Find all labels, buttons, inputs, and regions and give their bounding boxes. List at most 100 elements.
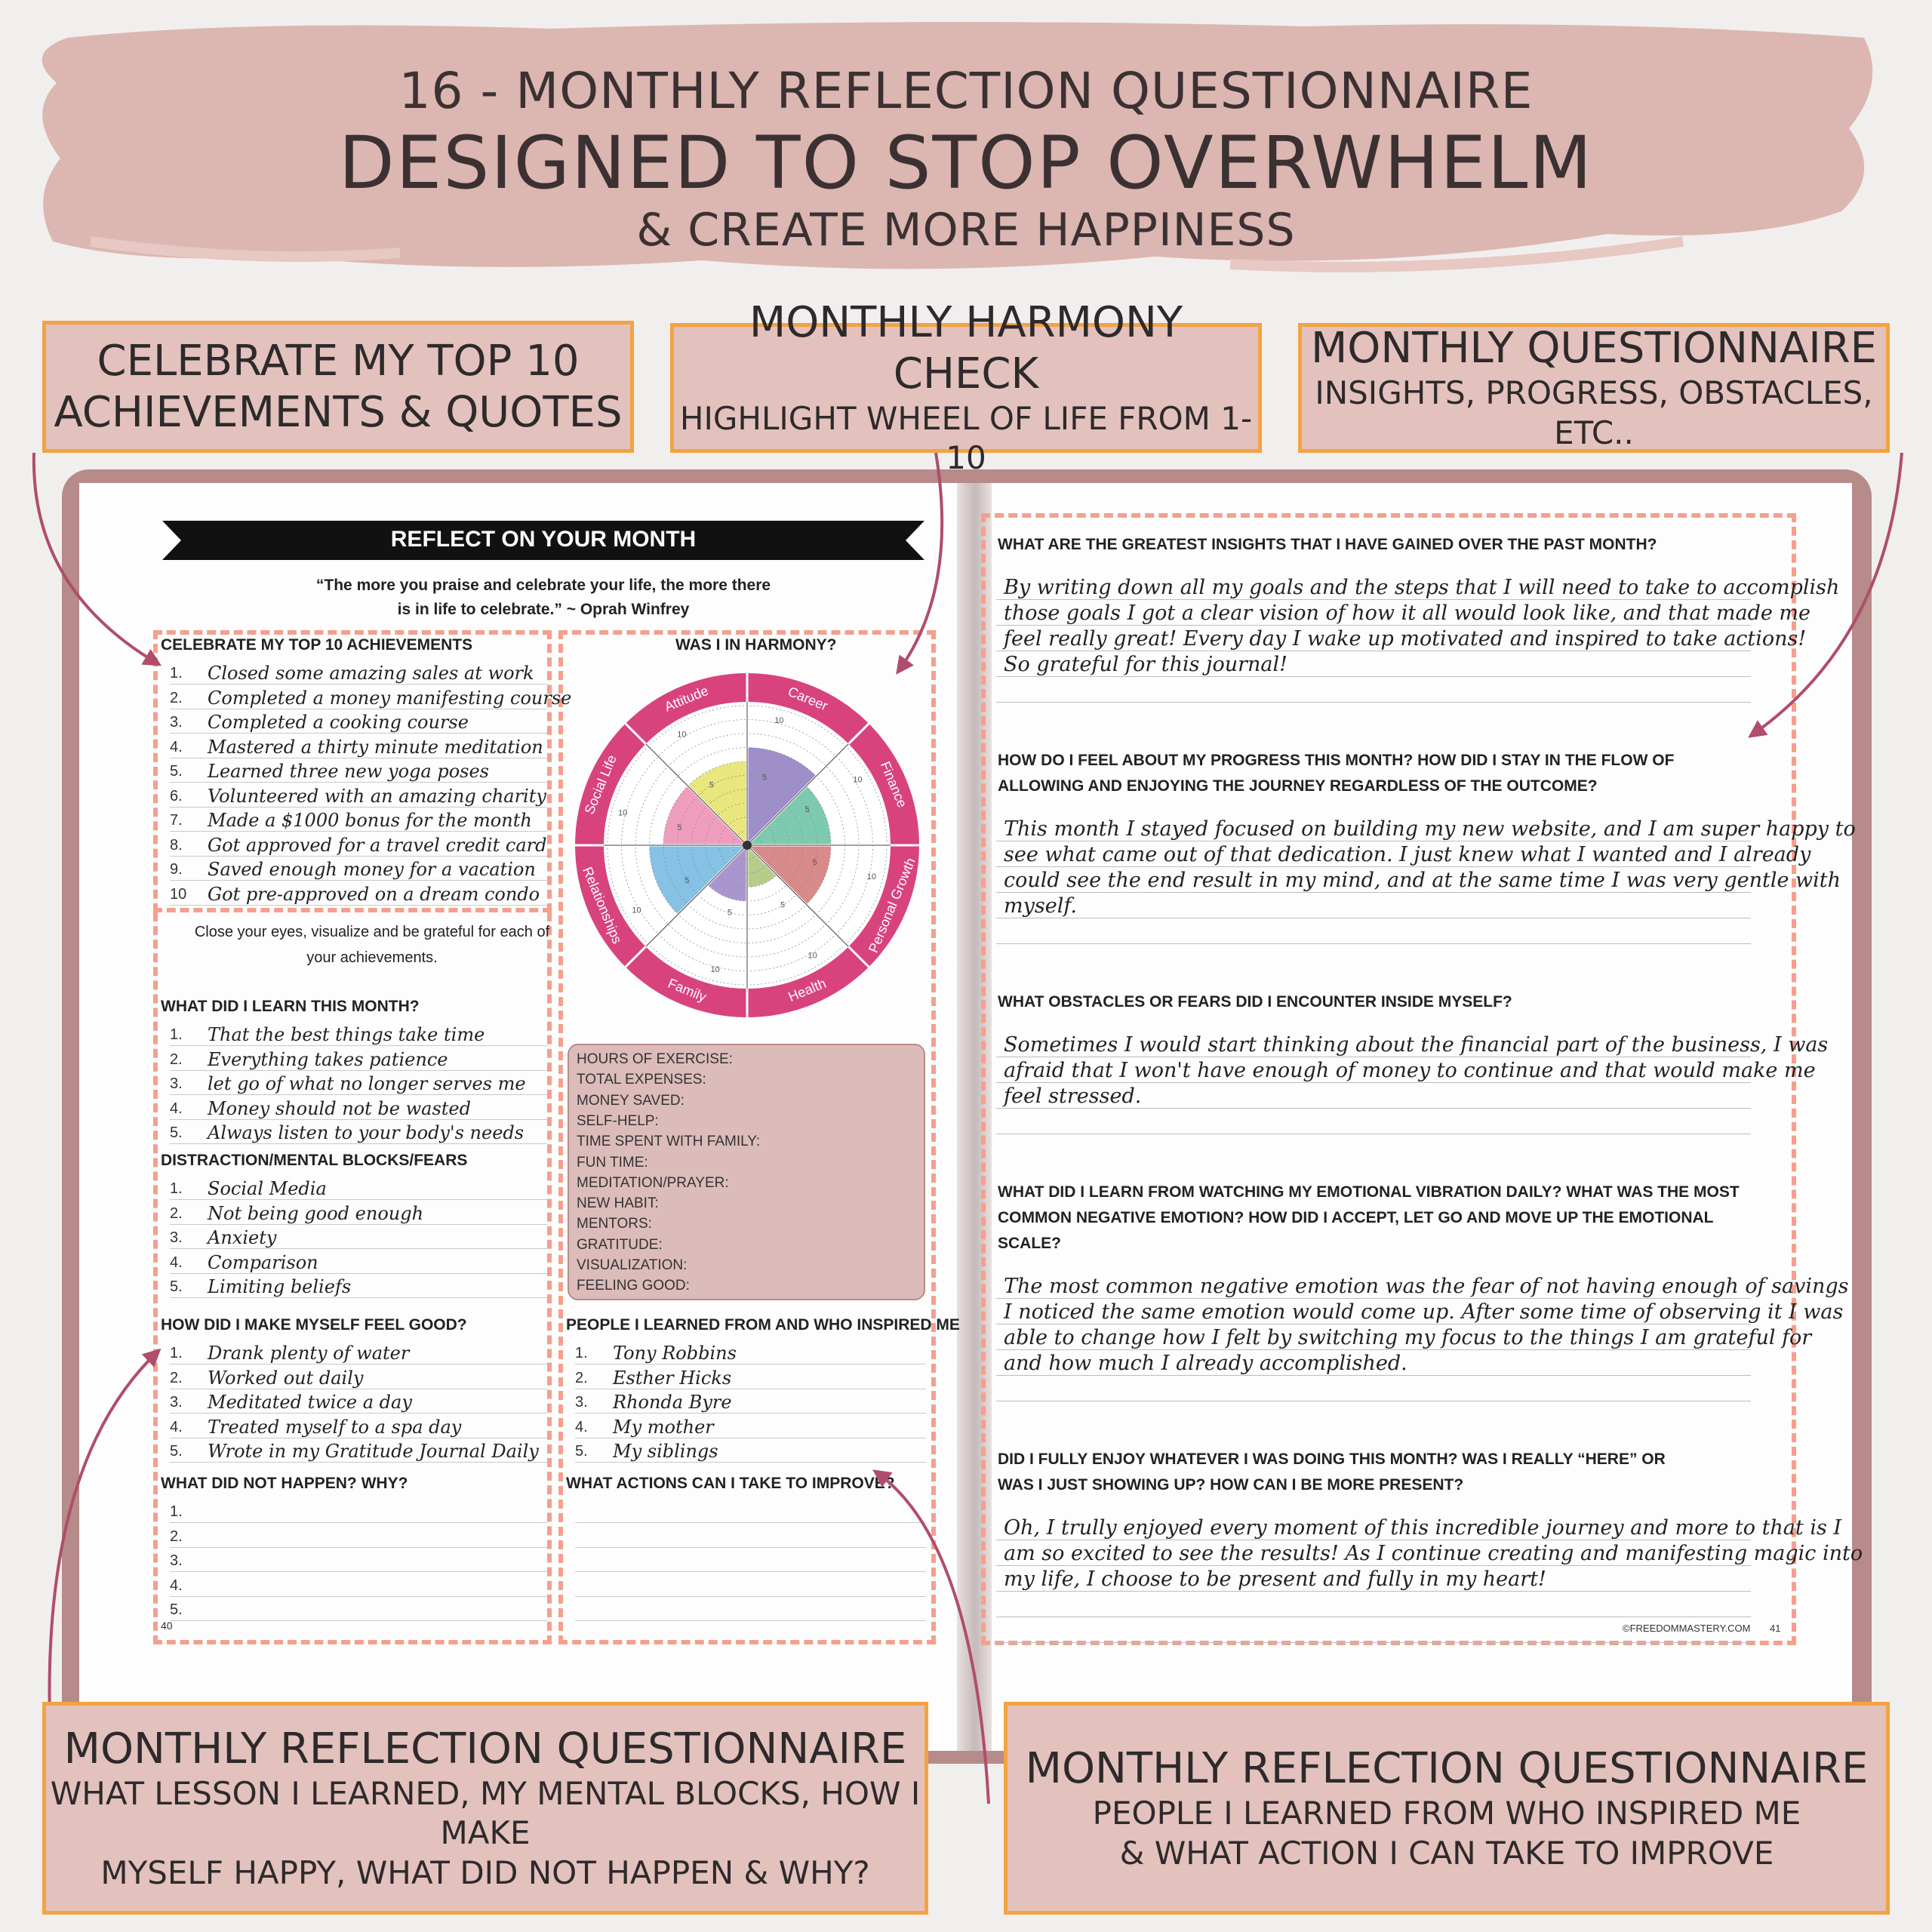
- wheel-center: [743, 841, 752, 850]
- answer-line[interactable]: myself.: [996, 893, 1751, 918]
- wheel-tick-label: 10: [853, 775, 862, 784]
- achievement-text[interactable]: Saved enough money for a vacation: [208, 859, 536, 880]
- answer-line[interactable]: feel stressed.: [996, 1083, 1751, 1109]
- improve-blank-line[interactable]: [575, 1597, 926, 1621]
- answer-line[interactable]: my life, I choose to be present and full…: [996, 1566, 1751, 1592]
- learn-item-text[interactable]: That the best things take time: [208, 1024, 485, 1045]
- answer-line[interactable]: and how much I already accomplished.: [996, 1350, 1751, 1376]
- wheel-tick-label: 10: [632, 906, 641, 915]
- log-field[interactable]: GRATITUDE:: [577, 1236, 663, 1253]
- answer-line[interactable]: afraid that I won't have enough of money…: [996, 1057, 1816, 1083]
- achievement-text[interactable]: Closed some amazing sales at work: [208, 663, 534, 684]
- improve-blank-line[interactable]: [575, 1573, 926, 1597]
- learn-item-text[interactable]: Everything takes patience: [208, 1048, 448, 1070]
- improve-blank-line[interactable]: [575, 1499, 926, 1523]
- feel-good-item-text[interactable]: Treated myself to a spa day: [208, 1416, 462, 1438]
- answer-line[interactable]: This month I stayed focused on building …: [996, 816, 1856, 841]
- answer-line[interactable]: [996, 1376, 1751, 1401]
- achievement-text[interactable]: Mastered a thirty minute meditation: [208, 736, 543, 758]
- wheel-segment-fill: [663, 786, 747, 845]
- achievement-text[interactable]: Got approved for a travel credit card: [208, 834, 547, 856]
- improve-blank-line[interactable]: [575, 1548, 926, 1572]
- wheel-divider-inner: [645, 844, 748, 947]
- log-field[interactable]: MEDITATION/PRAYER:: [577, 1174, 729, 1191]
- log-field[interactable]: SELF-HELP:: [577, 1112, 659, 1129]
- feel-good-item-text[interactable]: Drank plenty of water: [208, 1343, 410, 1364]
- answer-line[interactable]: [996, 677, 1751, 703]
- log-field[interactable]: MONEY SAVED:: [577, 1092, 685, 1109]
- person-item-row: 1.Tony Robbins: [575, 1340, 926, 1364]
- block-item-text[interactable]: Social Media: [208, 1178, 327, 1199]
- question-text: WHAT OBSTACLES OR FEARS DID I ENCOUNTER …: [998, 993, 1512, 1011]
- learn-item-text[interactable]: Always listen to your body's needs: [208, 1122, 525, 1143]
- answer-line[interactable]: those goals I got a clear vision of how …: [996, 600, 1810, 626]
- achievement-text[interactable]: Got pre-approved on a dream condo: [208, 883, 540, 905]
- answer-line[interactable]: [996, 918, 1751, 944]
- log-field[interactable]: TIME SPENT WITH FAMILY:: [577, 1134, 761, 1150]
- person-item-number: 2.: [575, 1369, 588, 1386]
- answer-line[interactable]: am so excited to see the results! As I c…: [996, 1540, 1863, 1566]
- block-item-text[interactable]: Not being good enough: [208, 1202, 424, 1224]
- learn-item-number: 2.: [170, 1051, 183, 1068]
- not-happen-item-row: 2.: [170, 1524, 547, 1548]
- log-field[interactable]: HOURS OF EXERCISE:: [577, 1051, 733, 1067]
- achievement-row: 7.Made a $1000 bonus for the month: [170, 808, 547, 832]
- block-item-number: 3.: [170, 1229, 183, 1246]
- block-item-text[interactable]: Anxiety: [208, 1227, 277, 1248]
- answer-line[interactable]: So grateful for this journal!: [996, 651, 1751, 677]
- log-field[interactable]: MENTORS:: [577, 1216, 652, 1232]
- answer-line[interactable]: I noticed the same emotion would come up…: [996, 1299, 1843, 1324]
- achievement-text[interactable]: Completed a money manifesting course: [208, 687, 572, 709]
- not-happen-title: WHAT DID NOT HAPPEN? WHY?: [161, 1475, 408, 1492]
- log-field[interactable]: FEELING GOOD:: [577, 1278, 690, 1294]
- feel-good-item-number: 4.: [170, 1418, 183, 1435]
- person-item-text[interactable]: My mother: [613, 1416, 714, 1438]
- answer-line[interactable]: Oh, I trully enjoyed every moment of thi…: [996, 1515, 1841, 1540]
- learn-item-text[interactable]: let go of what no longer serves me: [208, 1073, 526, 1094]
- block-item-text[interactable]: Limiting beliefs: [208, 1276, 352, 1297]
- person-item-text[interactable]: Rhonda Byre: [613, 1392, 732, 1413]
- feel-good-item-text[interactable]: Wrote in my Gratitude Journal Daily: [208, 1441, 539, 1462]
- achievement-number: 6.: [170, 787, 183, 804]
- log-field[interactable]: FUN TIME:: [577, 1154, 648, 1171]
- answer-line[interactable]: [996, 1617, 1751, 1643]
- answer-line[interactable]: [996, 1592, 1751, 1617]
- block-item-text[interactable]: Comparison: [208, 1251, 318, 1273]
- block-item-row: 3. Anxiety: [170, 1225, 547, 1249]
- block-item-number: 2.: [170, 1204, 183, 1222]
- answer-line[interactable]: could see the end result in my mind, and…: [996, 867, 1841, 893]
- improve-title: WHAT ACTIONS CAN I TAKE TO IMPROVE?: [566, 1475, 895, 1492]
- question-text: WAS I JUST SHOWING UP? HOW CAN I BE MORE…: [998, 1476, 1464, 1494]
- achievement-text[interactable]: Completed a cooking course: [208, 712, 469, 733]
- not-happen-item-number: 4.: [170, 1577, 183, 1594]
- header-line-1: 16 - MONTHLY REFLECTION QUESTIONNAIRE: [398, 62, 1534, 120]
- feel-good-item-text[interactable]: Worked out daily: [208, 1367, 364, 1389]
- right-column-box: [558, 630, 936, 1644]
- person-item-row: 4.My mother: [575, 1414, 926, 1438]
- log-field[interactable]: NEW HABIT:: [577, 1195, 659, 1212]
- log-field[interactable]: VISUALIZATION:: [577, 1257, 688, 1273]
- answer-line[interactable]: Sometimes I would start thinking about t…: [996, 1032, 1828, 1057]
- improve-blank-line[interactable]: [575, 1524, 926, 1548]
- achievement-number: 1.: [170, 665, 183, 681]
- achievement-text[interactable]: Made a $1000 bonus for the month: [208, 810, 532, 831]
- feel-good-item-number: 2.: [170, 1369, 183, 1386]
- person-item-text[interactable]: Tony Robbins: [613, 1343, 737, 1364]
- learn-item-text[interactable]: Money should not be wasted: [208, 1097, 471, 1119]
- log-field[interactable]: TOTAL EXPENSES:: [577, 1072, 706, 1088]
- person-item-text[interactable]: Esther Hicks: [613, 1367, 732, 1389]
- answer-line[interactable]: By writing down all my goals and the ste…: [996, 574, 1839, 600]
- wheel-segment-fill: [747, 786, 831, 845]
- person-item-text[interactable]: My siblings: [613, 1441, 718, 1462]
- answer-line[interactable]: [996, 1109, 1751, 1134]
- answer-line[interactable]: feel really great! Every day I wake up m…: [996, 626, 1806, 651]
- header-line-3: & CREATE MORE HAPPINESS: [636, 204, 1296, 257]
- feel-good-item-text[interactable]: Meditated twice a day: [208, 1392, 412, 1413]
- feel-good-item-number: 1.: [170, 1345, 183, 1361]
- achievement-text[interactable]: Learned three new yoga poses: [208, 761, 489, 782]
- achievement-text[interactable]: Volunteered with an amazing charity: [208, 785, 546, 807]
- answer-line[interactable]: see what came out of that dedication. I …: [996, 841, 1810, 867]
- answer-line[interactable]: The most common negative emotion was the…: [996, 1273, 1849, 1299]
- answer-line[interactable]: able to change how I felt by switching m…: [996, 1324, 1811, 1350]
- wheel-segment-fill: [707, 845, 747, 901]
